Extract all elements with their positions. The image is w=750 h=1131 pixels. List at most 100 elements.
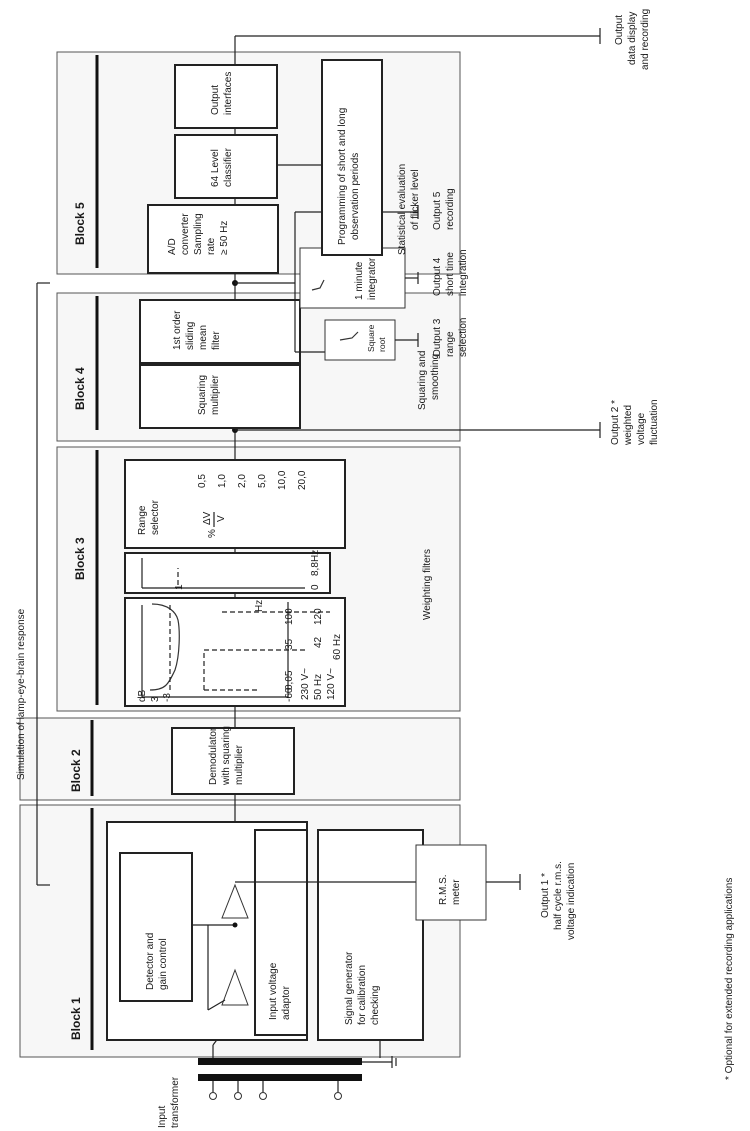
- input-label-1: Input: [157, 1106, 168, 1128]
- demodulator-line-3: multiplier: [234, 744, 245, 785]
- footnote: * Optional for extended recording applic…: [724, 878, 735, 1080]
- detector-line-1: Detector and: [145, 933, 156, 990]
- range-title-2: selector: [150, 499, 161, 535]
- data-output-line-1: Output: [614, 15, 625, 45]
- output5-line-2: recording: [445, 188, 456, 230]
- f1-ym3: -3: [162, 693, 173, 702]
- adaptor-line-2: adaptor: [281, 985, 292, 1020]
- integrator-box: [299, 247, 406, 309]
- block4-caption-1: Squaring and: [417, 351, 428, 411]
- output3-line-1: Output 3: [432, 318, 443, 357]
- classifier-box: [174, 134, 278, 199]
- rms-line-2: meter: [451, 879, 462, 905]
- range-num: ΔV: [202, 511, 213, 525]
- f1-y3: 3: [150, 696, 161, 702]
- range-den: V: [216, 515, 227, 522]
- signal-gen-line-2: for calibration: [357, 965, 368, 1025]
- rms-meter-box: [415, 844, 487, 921]
- sliding-line-1: 1st order: [172, 310, 183, 350]
- f1-row1b: 50 Hz: [313, 674, 324, 700]
- output1-line-3: voltage indication: [566, 863, 577, 940]
- ad-converter-box: [147, 204, 279, 274]
- transformer-core-2: [198, 1074, 362, 1081]
- range-v2: 2,0: [237, 474, 248, 488]
- input-label-2: transformer: [170, 1076, 181, 1128]
- adaptor-line-1: Input voltage: [268, 962, 279, 1020]
- output2-line-1: Output 2 *: [610, 400, 621, 445]
- output5-line-1: Output 5: [432, 191, 443, 230]
- output4-line-2: short time: [445, 252, 456, 296]
- f1-row1a: 230 V~: [300, 668, 311, 700]
- ad-line-2: converter: [180, 213, 191, 255]
- output2-line-4: fluctuation: [649, 399, 660, 445]
- output4-line-1: Output 4: [432, 257, 443, 296]
- programming-box: [321, 59, 383, 256]
- interfaces-box: [174, 64, 278, 129]
- demodulator-line-2: with squaring: [221, 726, 232, 786]
- output3-line-2: range: [445, 331, 456, 357]
- data-output-line-2: data display: [627, 12, 638, 65]
- integrator-line-2: integrator: [367, 257, 378, 300]
- ad-line-1: A/D: [167, 238, 178, 255]
- output2-line-3: voltage: [636, 412, 647, 445]
- square-root-box: [324, 319, 396, 361]
- f1-row2b: 60 Hz: [332, 634, 343, 660]
- output1-line-2: half cycle r.m.s.: [553, 861, 564, 930]
- sliding-line-2: sliding: [185, 322, 196, 350]
- f1-row2a: 120 V~: [326, 668, 337, 700]
- range-title-1: Range: [137, 505, 148, 535]
- block5-caption-1: Statistical evaluation: [397, 164, 408, 255]
- range-v1: 1,0: [217, 474, 228, 488]
- block5-caption-2: of flicker level: [410, 169, 421, 230]
- output2-line-2: weighted: [623, 405, 634, 446]
- f1-db: dB: [137, 689, 148, 702]
- range-v3: 5,0: [257, 474, 268, 488]
- adaptor-box: [254, 829, 308, 1036]
- programming-line-1: Programming of short and long: [337, 108, 348, 245]
- squaring-line-2: multiplier: [210, 374, 221, 415]
- amplifier-2: [221, 883, 249, 919]
- block3-caption: Weighting filters: [422, 549, 433, 620]
- sliding-line-4: filter: [211, 330, 222, 350]
- square-root-line-2: root: [377, 337, 387, 352]
- ad-line-3: Sampling: [193, 213, 204, 255]
- signal-generator-box: [317, 829, 424, 1041]
- f1-ym60: -60: [284, 687, 295, 702]
- output3-line-3: selection: [458, 318, 469, 357]
- block-1-title: Block 1: [69, 997, 83, 1040]
- programming-line-2: observation periods: [350, 153, 361, 240]
- f2-hz: Hz: [310, 550, 321, 562]
- f2-zero: 0: [310, 584, 321, 590]
- range-v0: 0,5: [197, 474, 208, 488]
- range-selector-box: [124, 459, 346, 549]
- transformer-core-1: [198, 1058, 362, 1065]
- interfaces-line-1: Output: [210, 85, 221, 115]
- output1-line-1: Output 1 *: [540, 873, 551, 918]
- detector-box: [119, 852, 193, 1002]
- block-3-title: Block 3: [73, 537, 87, 580]
- simulation-label: Simulation of lamp-eye-brain response: [16, 608, 27, 780]
- output4-line-3: integration: [458, 249, 469, 296]
- range-pct: %: [207, 529, 218, 538]
- ad-line-4: rate: [206, 237, 217, 255]
- f2-freq: 8,8: [310, 562, 321, 576]
- sliding-line-3: mean: [198, 325, 209, 350]
- classifier-line-1: 64 Level: [210, 149, 221, 187]
- squaring-line-1: Squaring: [197, 375, 208, 415]
- squaring-multiplier-box: [139, 364, 301, 429]
- block4-caption-2: smoothing: [430, 354, 441, 400]
- square-root-line-1: Square: [366, 324, 376, 352]
- signal-gen-line-3: checking: [370, 986, 381, 1025]
- f1-f2: 35: [284, 638, 295, 650]
- detector-line-2: gain control: [158, 938, 169, 990]
- block-5-title: Block 5: [73, 202, 87, 245]
- f1-f4: 42: [313, 636, 324, 648]
- block-2-title: Block 2: [69, 749, 83, 792]
- f1-f1: 0,05: [284, 670, 295, 690]
- rms-line-1: R.M.S.: [438, 874, 449, 905]
- sliding-mean-filter-box: [139, 299, 301, 364]
- amplifier-1: [221, 968, 249, 1006]
- eye-weighting-filter-box: [124, 552, 331, 594]
